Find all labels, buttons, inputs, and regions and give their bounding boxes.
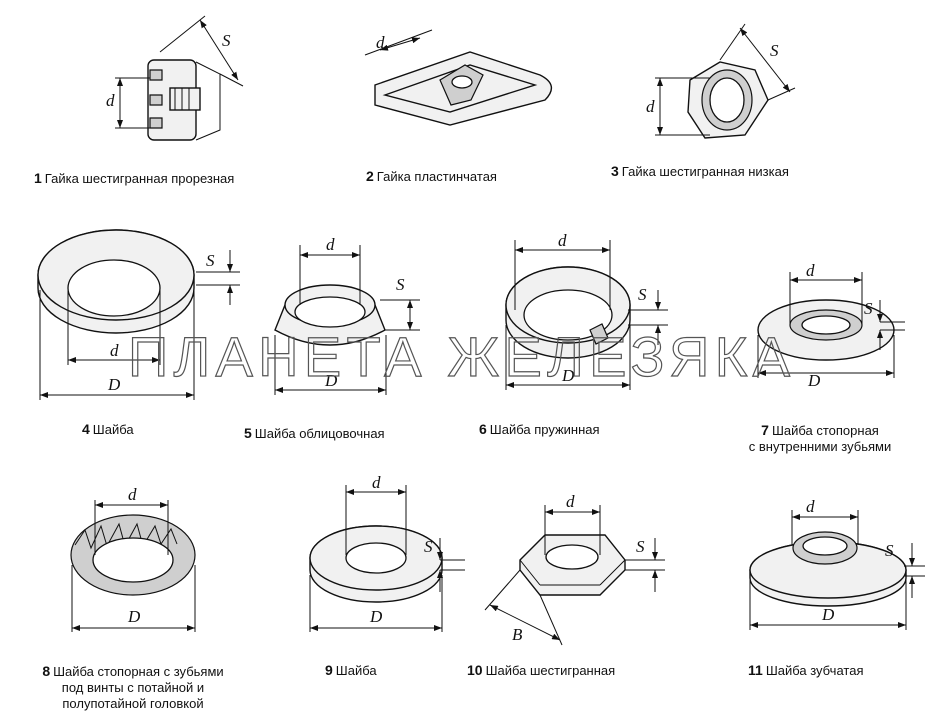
svg-text:S: S [770,41,779,60]
castle-nut-drawing: d S [106,15,244,141]
watermark: ПЛАНЕТА ЖЕЛЕЗЯКА [128,325,792,388]
svg-text:d: d [106,91,115,110]
svg-text:D: D [561,366,575,385]
plain-washer-drawing: d D S [309,473,465,632]
svg-text:d: d [806,497,815,516]
svg-text:D: D [369,607,383,626]
spring-washer-drawing: d D S [505,231,668,390]
svg-text:S: S [864,299,873,318]
svg-text:S: S [206,251,215,270]
svg-text:d: d [128,485,137,504]
svg-text:S: S [396,275,405,294]
svg-text:S: S [636,537,645,556]
svg-text:D: D [127,607,141,626]
svg-text:S: S [222,31,231,50]
svg-text:B: B [512,625,523,644]
svg-text:S: S [424,537,433,556]
svg-text:D: D [324,371,338,390]
toothed-washer-drawing: d D S [749,497,925,630]
hex-nut-drawing: d S [646,23,796,139]
svg-text:d: d [372,473,381,492]
plate-nut-drawing: d [364,29,553,126]
svg-text:d: d [110,341,119,360]
svg-text:d: d [326,235,335,254]
svg-text:d: d [376,33,385,52]
svg-text:D: D [821,605,835,624]
hex-washer-drawing: d B S [484,492,665,646]
svg-text:S: S [885,541,894,560]
svg-text:S: S [638,285,647,304]
flat-washer-drawing: D d S [37,229,240,400]
internal-tooth-washer-drawing: d D S [757,261,905,390]
svg-text:D: D [807,371,821,390]
svg-text:d: d [646,97,655,116]
countersunk-tooth-washer-drawing: d D [70,485,196,632]
svg-text:d: d [806,261,815,280]
svg-text:D: D [107,375,121,394]
svg-text:d: d [566,492,575,511]
facing-washer-drawing: d D S [274,235,420,395]
svg-text:d: d [558,231,567,250]
